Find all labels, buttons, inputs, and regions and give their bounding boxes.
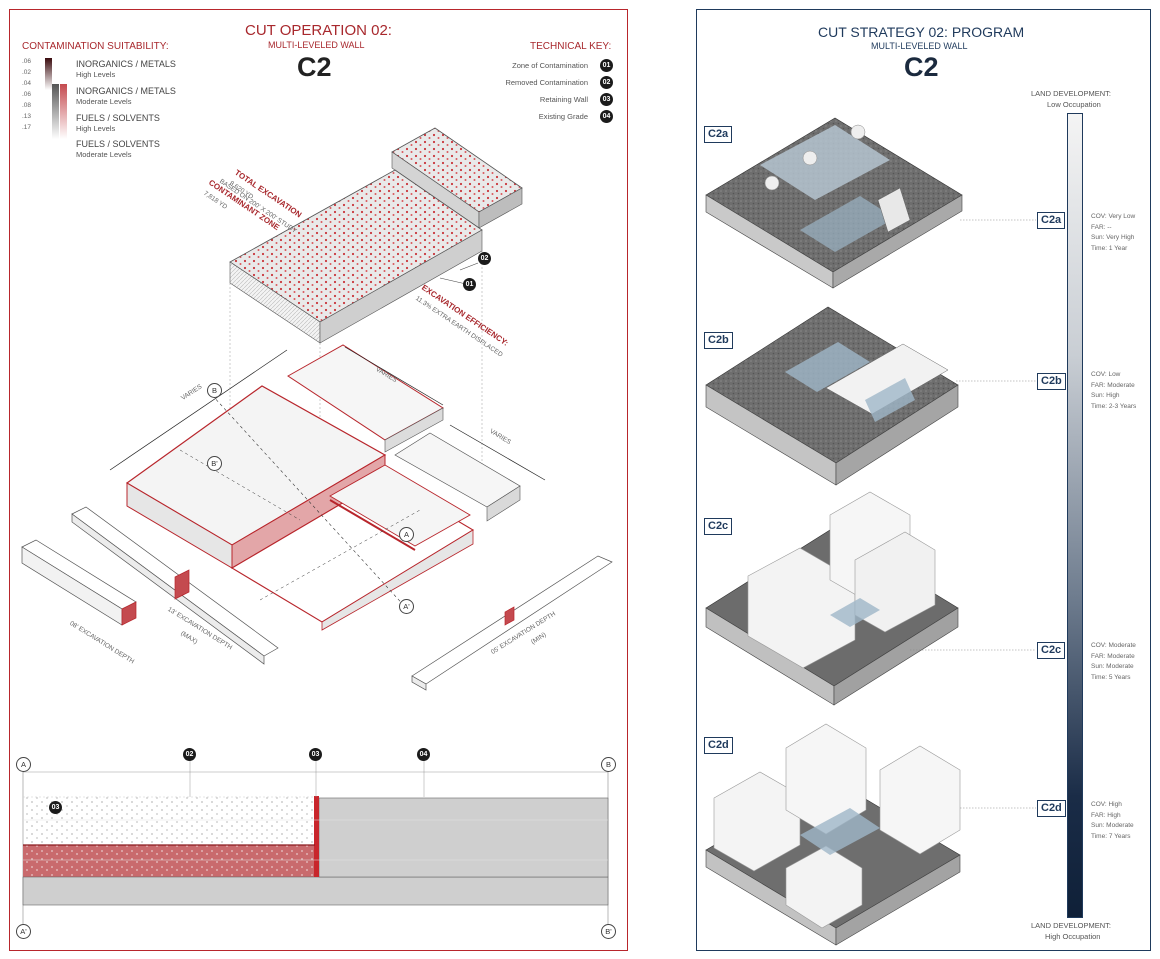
key-item-3-label: Retaining Wall [539, 95, 588, 104]
suitability-item-4-level: Moderate Levels [76, 150, 132, 159]
scale-bottom-line1: LAND DEVELOPMENT: [1031, 921, 1112, 930]
scale-marker-c2b: C2b [1037, 373, 1066, 390]
scale-marker-c2d: C2d [1037, 800, 1066, 817]
section-mark-a-prime: A' [399, 599, 414, 614]
section-mark-a: A [399, 527, 414, 542]
left-code: C2 [297, 52, 332, 82]
section-badge-03-inner: 03 [49, 801, 62, 814]
suitability-gradient-bar-3 [52, 84, 59, 139]
cut-strategy-panel [696, 9, 1151, 951]
suitability-item-3-level: High Levels [76, 124, 116, 133]
section-badge-03: 03 [309, 748, 322, 761]
section-a-top: A [16, 757, 31, 772]
technical-key-heading: TECHNICAL KEY: [530, 41, 612, 52]
suitability-item-4-name: FUELS / SOLVENTS [76, 139, 160, 149]
section-b-prime-bottom: B' [601, 924, 616, 939]
suitability-item-3-name: FUELS / SOLVENTS [76, 113, 160, 123]
key-item-2-label: Removed Contamination [505, 78, 588, 87]
left-subtitle: MULTI-LEVELED WALL [268, 40, 365, 50]
cut-operation-panel [9, 9, 628, 951]
suitability-item-1-name: INORGANICS / METALS [76, 59, 176, 69]
stage-c2b-tag: C2b [704, 332, 733, 349]
suitability-gradient-bar-2 [60, 84, 67, 139]
suitability-heading: CONTAMINATION SUITABILITY: [22, 41, 169, 52]
section-a-prime-bottom: A' [16, 924, 31, 939]
scale-marker-c2c: C2c [1037, 642, 1066, 659]
section-mark-b-prime: B' [207, 456, 222, 471]
suitability-item-1-level: High Levels [76, 70, 116, 79]
scale-marker-c2a: C2a [1037, 212, 1066, 229]
key-item-4-badge: 04 [600, 110, 613, 123]
right-subtitle: MULTI-LEVELED WALL [871, 41, 968, 51]
section-mark-b: B [207, 383, 222, 398]
block-badge-01: 01 [463, 278, 476, 291]
scale-bottom-line2: High Occupation [1045, 932, 1101, 941]
stage-c2a-tag: C2a [704, 126, 733, 143]
stage-c2d-tag: C2d [704, 737, 733, 754]
key-item-3-badge: 03 [600, 93, 613, 106]
scale-top-line2: Low Occupation [1047, 100, 1101, 109]
right-code: C2 [904, 52, 939, 82]
suitability-gradient-bar [45, 58, 52, 90]
key-item-1-badge: 01 [600, 59, 613, 72]
section-badge-04: 04 [417, 748, 430, 761]
land-development-scale-bar [1067, 113, 1083, 918]
suitability-item-2-level: Moderate Levels [76, 97, 132, 106]
key-item-2-badge: 02 [600, 76, 613, 89]
section-b-top: B [601, 757, 616, 772]
block-badge-02: 02 [478, 252, 491, 265]
section-badge-02: 02 [183, 748, 196, 761]
scale-top-line1: LAND DEVELOPMENT: [1031, 89, 1112, 98]
key-item-1-label: Zone of Contamination [512, 61, 588, 70]
left-title: CUT OPERATION 02: [245, 22, 392, 39]
suitability-item-2-name: INORGANICS / METALS [76, 86, 176, 96]
stage-c2c-tag: C2c [704, 518, 733, 535]
key-item-4-label: Existing Grade [538, 112, 588, 121]
right-title: CUT STRATEGY 02: PROGRAM [818, 24, 1025, 40]
suitability-scale: .06 .02 .04 .06 .08 .13 .17 [22, 58, 32, 131]
